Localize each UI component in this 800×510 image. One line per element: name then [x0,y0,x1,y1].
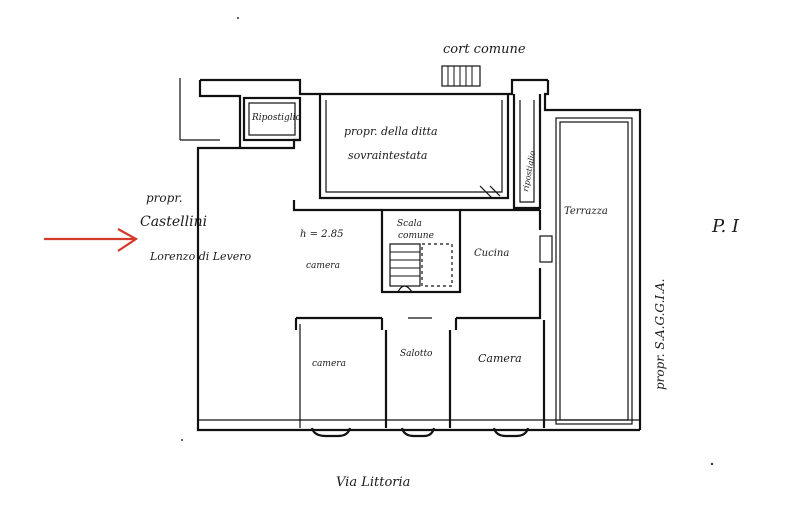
ripostiglio-room [242,96,302,142]
label-terrazza: Terrazza [564,206,608,217]
label-saggia: propr. S.A.G.G.I.A. [653,279,667,390]
label-camera-top: camera [306,261,340,271]
building-outline [196,78,642,432]
label-castellini-2: Castellini [140,214,207,230]
label-salotto: Salotto [400,349,433,359]
balconies [310,427,530,438]
label-camera-left: camera [312,359,346,369]
label-ditta-1: propr. della ditta [344,125,438,138]
label-via-littoria: Via Littoria [336,475,410,490]
label-ripostiglio-side: ripostiglio [521,150,537,192]
label-castellini-3: Lorenzo di Levero [149,250,252,263]
label-scala-2: comune [398,231,434,241]
speck [710,462,714,466]
label-castellini-1: propr. [146,191,183,205]
ditta-block [318,94,510,200]
speck [181,439,183,441]
stair-core [380,208,462,294]
label-height: h = 2.85 [300,229,343,240]
label-ripostiglio: Ripostiglio [251,113,301,123]
label-ditta-2: sovraintestata [348,149,427,162]
label-floor: P. I [711,216,740,237]
label-corte-comune: cort comune [443,42,526,57]
label-cucina: Cucina [474,248,509,259]
label-scala-1: Scala [397,219,422,229]
red-arrow-icon [44,228,139,252]
speck [237,17,239,19]
terrazza-room [555,117,633,425]
label-camera-right: Camera [478,352,522,365]
interior-walls [292,200,553,428]
side-storage [512,94,542,210]
top-stairs [441,65,481,87]
